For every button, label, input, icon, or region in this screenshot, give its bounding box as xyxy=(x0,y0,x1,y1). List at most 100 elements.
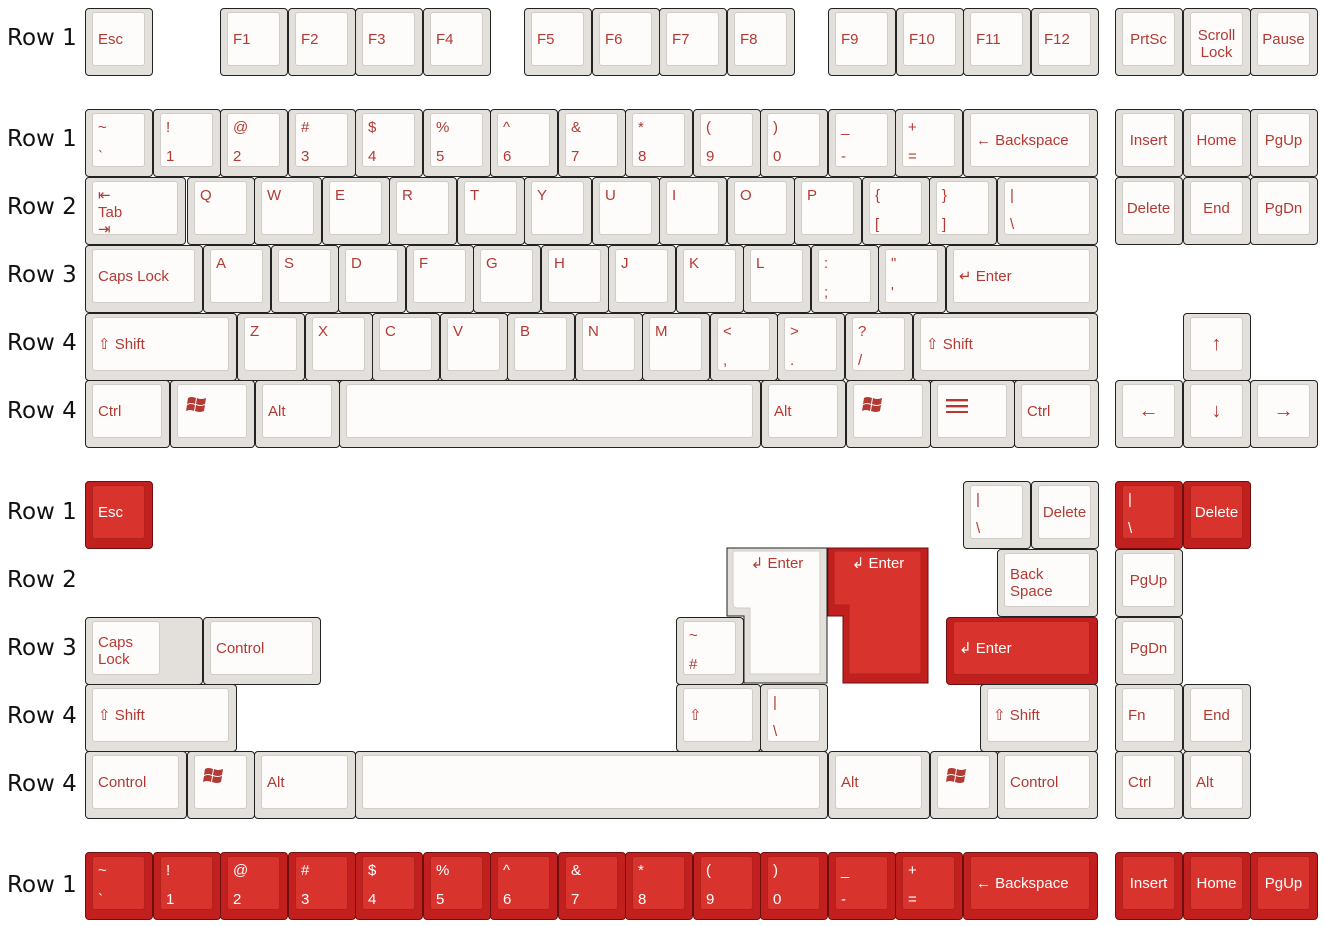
keycap-top: ~` xyxy=(92,856,145,910)
key-legend: K xyxy=(689,255,700,272)
key-legend: 0 xyxy=(773,891,782,908)
key-legend: \ xyxy=(773,723,778,740)
key-legend: | xyxy=(773,694,777,711)
7-key: &7 xyxy=(558,109,626,177)
keycap-top: N xyxy=(582,317,635,371)
keycap-top: → xyxy=(1257,384,1310,438)
keycap-top: Pause xyxy=(1257,12,1310,66)
keycap-top: ?/ xyxy=(852,317,905,371)
keycap-top xyxy=(362,755,820,809)
keycap-top: %5 xyxy=(430,856,483,910)
key-legend: G xyxy=(486,255,498,272)
keycap-top: L xyxy=(750,249,803,303)
keycap-top: Scroll Lock xyxy=(1190,12,1243,66)
keycap-top: V xyxy=(447,317,500,371)
key-legend: Alt xyxy=(267,774,285,791)
key-legend: PgDn xyxy=(1129,640,1168,657)
spacebar-key xyxy=(339,380,761,448)
right-alt-key: Alt xyxy=(761,380,846,448)
key-legend: ⇧ Shift xyxy=(98,336,145,353)
g-key: G xyxy=(473,245,541,313)
key-legend: Alt xyxy=(268,403,286,420)
key-legend: 0 xyxy=(773,148,782,165)
keycap-top: Ctrl xyxy=(92,384,162,438)
key-legend: PgDn xyxy=(1264,200,1303,217)
key-legend: . xyxy=(790,352,795,369)
key-legend: S xyxy=(284,255,295,272)
left-bracket-key: {[ xyxy=(862,177,930,245)
keycap-top: Alt xyxy=(835,755,922,809)
extras-row-label-4-bottom: Row 4 xyxy=(7,771,77,797)
key-legend: % xyxy=(436,862,450,879)
e-key: E xyxy=(322,177,390,245)
equals-key: += xyxy=(895,109,963,177)
keycap-top: |\ xyxy=(767,688,820,742)
key-legend: 1 xyxy=(166,891,175,908)
key-legend: % xyxy=(436,119,450,136)
left-alt-key: Alt xyxy=(255,380,340,448)
keycap-top xyxy=(853,384,923,438)
8-key: *8 xyxy=(625,109,693,177)
key-legend: J xyxy=(621,255,629,272)
key-legend: 4 xyxy=(368,891,377,908)
f6-key: F6 xyxy=(592,8,660,76)
key-legend: End xyxy=(1203,707,1230,724)
key-legend: ) xyxy=(773,862,778,879)
key-legend: Ctrl xyxy=(1027,403,1051,420)
key-legend: ( xyxy=(706,119,711,136)
keycap-top: _- xyxy=(835,113,888,167)
row-label-2: Row 2 xyxy=(7,194,77,220)
right-ctrl-key: Ctrl xyxy=(1014,380,1099,448)
red-3-key: #3 xyxy=(288,852,356,920)
key-legend: ← xyxy=(1138,400,1159,422)
scroll-lock-key: Scroll Lock xyxy=(1183,8,1251,76)
windows-logo-icon xyxy=(203,768,223,783)
j-key: J xyxy=(608,245,676,313)
row-label-fn: Row 1 xyxy=(7,25,77,51)
pause-key: Pause xyxy=(1250,8,1318,76)
key-legend: ^ xyxy=(503,119,511,136)
extras-row-label-4: Row 4 xyxy=(7,703,77,729)
keycap-top: #3 xyxy=(295,856,348,910)
key-legend: ` xyxy=(98,891,103,908)
f7-key: F7 xyxy=(659,8,727,76)
red-pgup-key: PgUp xyxy=(1250,852,1318,920)
keycap-top: F7 xyxy=(666,12,719,66)
caps-lock-key: Caps Lock xyxy=(85,245,203,313)
keycap-top: PgDn xyxy=(1257,181,1310,235)
key-legend: F11 xyxy=(976,31,1001,48)
key-legend: / xyxy=(858,352,863,369)
key-legend: Delete xyxy=(1126,200,1171,217)
keycap-top: F6 xyxy=(599,12,652,66)
keycap-top: }] xyxy=(936,181,989,235)
extra-right-shift-key: ⇧ Shift xyxy=(980,684,1098,752)
0-key: )0 xyxy=(760,109,828,177)
key-legend: \ xyxy=(1128,520,1133,537)
keycap-top: Delete xyxy=(1122,181,1175,235)
keycap-top: ⇤ Tab ⇥ xyxy=(92,181,178,235)
keycap-top: Alt xyxy=(262,384,332,438)
keycap-top: D xyxy=(345,249,398,303)
f3-key: F3 xyxy=(355,8,423,76)
extra-ctrl-key: Ctrl xyxy=(1115,751,1183,819)
insert-key: Insert xyxy=(1115,109,1183,177)
key-legend: # xyxy=(689,656,698,673)
key-legend: O xyxy=(740,187,752,204)
key-legend: \ xyxy=(976,520,981,537)
extra-right-alt-key: Alt xyxy=(828,751,930,819)
red-8-key: *8 xyxy=(625,852,693,920)
keycap-top: #3 xyxy=(295,113,348,167)
key-legend: 8 xyxy=(638,891,647,908)
extras-row-label-3: Row 3 xyxy=(7,635,77,661)
key-legend: | xyxy=(1128,491,1132,508)
keycap-top xyxy=(346,384,753,438)
3-key: #3 xyxy=(288,109,356,177)
key-legend: End xyxy=(1203,200,1230,217)
key-legend: ? xyxy=(858,323,867,340)
keycap-top: R xyxy=(396,181,449,235)
red-insert-key: Insert xyxy=(1115,852,1183,920)
extra-delete-key: Delete xyxy=(1031,481,1099,549)
key-legend: F5 xyxy=(537,31,555,48)
key-legend: ( xyxy=(706,862,711,879)
key-legend: Pause xyxy=(1262,31,1305,48)
